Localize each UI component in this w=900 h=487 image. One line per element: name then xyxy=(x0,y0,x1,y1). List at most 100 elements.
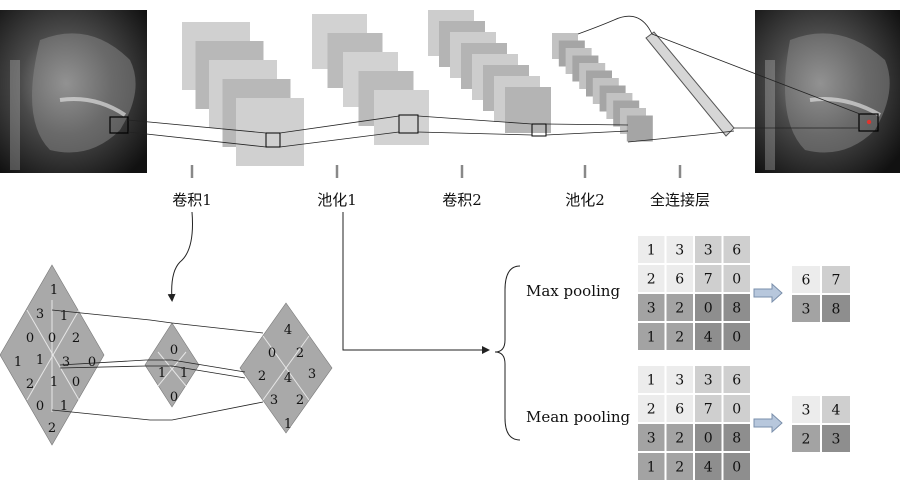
max-output-grid-cell-value: 8 xyxy=(832,302,841,318)
input-patch-box xyxy=(109,116,129,134)
mean-input-grid-cell-value: 0 xyxy=(704,431,713,447)
conv2-stack-map xyxy=(505,87,551,133)
mean-input-grid-cell-value: 6 xyxy=(732,373,741,389)
connection-lines xyxy=(127,15,861,148)
max-input-grid-cell xyxy=(666,265,693,292)
mean-input-grid-cell-value: 3 xyxy=(675,373,684,389)
pool2-stack xyxy=(552,33,653,142)
left-diamond-value: 1 xyxy=(60,309,68,324)
max-input-grid-cell xyxy=(723,323,750,350)
mean-input-grid-cell-value: 1 xyxy=(647,373,656,389)
mean-output-grid-cell-value: 2 xyxy=(802,432,811,448)
max-input-grid-cell xyxy=(638,236,665,263)
mean-input-grid-cell-value: 7 xyxy=(704,402,713,418)
diamond-connection-line xyxy=(51,401,264,421)
max-input-grid-cell-value: 2 xyxy=(647,272,656,288)
mean-input-grid-cell-value: 0 xyxy=(732,402,741,418)
mean-input-grid-cell-value: 3 xyxy=(647,431,656,447)
left-diamond-value: 2 xyxy=(26,377,34,392)
mean-pooling-arrow xyxy=(753,412,783,434)
fully-connected-layer xyxy=(645,31,735,137)
max-input-grid-cell-value: 4 xyxy=(704,330,713,346)
max-output-grid-cell-value: 3 xyxy=(802,302,811,318)
max-pooling-label: Max pooling xyxy=(526,282,620,300)
mean-input-grid-cell xyxy=(638,424,665,451)
max-input-grid-cell-value: 8 xyxy=(732,301,741,317)
max-input-grid-cell xyxy=(695,236,722,263)
left-diamond-value: 0 xyxy=(88,355,96,370)
max-input-grid-cell-value: 1 xyxy=(647,243,656,259)
middle-diamond-value: 0 xyxy=(170,390,178,405)
mean-input-grid-cell xyxy=(638,366,665,393)
middle-diamond-value: 1 xyxy=(158,366,166,381)
diamond-connection-line xyxy=(51,309,264,334)
max-input-grid-cell-value: 3 xyxy=(704,243,713,259)
max-input-grid-cell-value: 7 xyxy=(704,272,713,288)
right-diamond-value: 1 xyxy=(284,417,292,432)
left-diamond-value: 1 xyxy=(60,399,68,414)
max-input-grid-cell-value: 0 xyxy=(704,301,713,317)
output-xray-image xyxy=(755,10,900,173)
max-input-grid-cell-value: 2 xyxy=(675,330,684,346)
max-input-grid-cell xyxy=(723,294,750,321)
max-input-grid-cell xyxy=(695,294,722,321)
landmark-point xyxy=(866,119,872,125)
right-diamond-value: 0 xyxy=(268,346,276,361)
stage-label-conv1: 卷积1 xyxy=(172,191,212,209)
left-diamond-value: 1 xyxy=(50,375,58,390)
mean-input-grid-cell-value: 8 xyxy=(732,431,741,447)
mean-input-grid-cell-value: 1 xyxy=(647,460,656,476)
diamond-connection-line xyxy=(59,365,246,379)
max-output-grid-cell-value: 7 xyxy=(832,273,841,289)
max-pooling-arrow xyxy=(753,282,783,304)
mean-input-grid-cell-value: 2 xyxy=(675,431,684,447)
middle-diamond-value: 1 xyxy=(180,366,188,381)
mean-output-grid-cell xyxy=(822,396,850,423)
left-diamond-value: 1 xyxy=(14,355,22,370)
max-input-grid-cell xyxy=(695,323,722,350)
left-diamond-value: 0 xyxy=(72,375,80,390)
stage-label-fc: 全连接层 xyxy=(650,191,710,209)
stage-ticks xyxy=(190,165,682,178)
left-diamond-value: 1 xyxy=(36,353,44,368)
mean-input-grid-cell-value: 2 xyxy=(647,402,656,418)
max-input-grid-cell-value: 6 xyxy=(675,272,684,288)
mean-output-grid-cell xyxy=(822,425,850,452)
right-diamond-value: 2 xyxy=(296,393,304,408)
max-input-grid-cell xyxy=(723,236,750,263)
conv2-kernel-box xyxy=(531,123,547,137)
mean-input-grid-cell xyxy=(695,453,722,480)
mean-input-grid-cell-value: 6 xyxy=(675,402,684,418)
max-output-grid: 6 7 3 8 xyxy=(792,266,850,322)
mean-input-grid-cell xyxy=(666,453,693,480)
max-input-grid-cell xyxy=(723,265,750,292)
mean-input-grid-cell xyxy=(695,366,722,393)
max-output-grid-cell-value: 6 xyxy=(802,273,811,289)
left-diamond-value: 2 xyxy=(48,421,56,436)
max-input-grid-cell xyxy=(638,294,665,321)
stage-label-conv2: 卷积2 xyxy=(442,191,482,209)
mean-output-grid-cell xyxy=(792,425,820,452)
feature-map-stacks xyxy=(182,10,653,166)
pool-explain-arrow xyxy=(342,212,490,354)
max-input-grid-cell-value: 3 xyxy=(647,301,656,317)
max-input-grid-cell xyxy=(666,323,693,350)
left-diamond-value: 0 xyxy=(36,399,44,414)
max-input-grid-cell-value: 0 xyxy=(732,272,741,288)
right-diamond-value: 4 xyxy=(284,371,292,386)
conv2-stack xyxy=(428,10,551,133)
max-input-grid-cell-value: 3 xyxy=(675,243,684,259)
mean-input-grid-cell-value: 2 xyxy=(675,460,684,476)
mean-input-grid-cell xyxy=(666,424,693,451)
mean-output-grid-cell-value: 4 xyxy=(832,403,841,419)
stage-labels: 卷积1 池化1 卷积2 池化2 全连接层 xyxy=(172,191,710,209)
max-input-grid-cell-value: 1 xyxy=(647,330,656,346)
